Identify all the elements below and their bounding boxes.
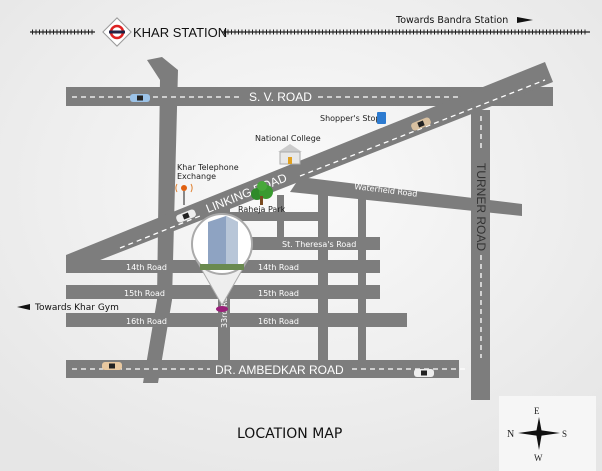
ambedkar-road-label: DR. AMBEDKAR ROAD bbox=[215, 363, 344, 377]
compass-east: E bbox=[534, 406, 540, 416]
car-icon bbox=[102, 362, 122, 370]
tower-building-image bbox=[200, 216, 244, 270]
compass-south: S bbox=[562, 429, 567, 439]
sv-road-label: S. V. ROAD bbox=[249, 90, 312, 104]
telephone-tower-icon bbox=[175, 183, 193, 205]
national-college-label: National College bbox=[255, 134, 321, 143]
towards-khar-gym-label: Towards Khar Gym bbox=[34, 303, 119, 313]
towards-bandra-label: Towards Bandra Station bbox=[395, 15, 508, 26]
arrow-right-icon bbox=[517, 17, 533, 23]
compass-west: W bbox=[534, 453, 543, 463]
telephone-exchange-label-1: Khar Telephone bbox=[177, 163, 239, 172]
st-theresas-road-label: St. Theresa's Road bbox=[282, 240, 356, 249]
16th-road-label: 16th Road bbox=[126, 317, 167, 326]
sv-road bbox=[66, 87, 553, 106]
car-icon bbox=[414, 369, 434, 377]
compass-rose: E W N S bbox=[499, 396, 596, 471]
compass-north: N bbox=[507, 429, 514, 440]
map-title: LOCATION MAP bbox=[237, 426, 342, 442]
14th-road-label-2: 14th Road bbox=[258, 263, 299, 272]
waterfield-road bbox=[290, 177, 522, 216]
st-theresas-road bbox=[230, 237, 380, 250]
ambedkar-road bbox=[66, 360, 459, 378]
metro-station-icon bbox=[102, 17, 132, 47]
telephone-exchange-label-2: Exchange bbox=[177, 172, 216, 181]
shoppers-stop-label: Shopper's Stop bbox=[320, 114, 381, 123]
arrow-left-icon bbox=[17, 304, 30, 310]
location-pin bbox=[191, 213, 253, 312]
shopping-bag-icon bbox=[377, 112, 386, 124]
raheja-park-label: Raheja Park bbox=[238, 205, 286, 214]
station-name: KHAR STATION bbox=[133, 25, 227, 40]
tree-icon bbox=[251, 181, 273, 205]
car-icon bbox=[176, 209, 196, 223]
turner-road-label: TURNER ROAD bbox=[474, 163, 488, 251]
building-icon bbox=[278, 144, 302, 165]
15th-road-label: 15th Road bbox=[124, 289, 165, 298]
car-icon bbox=[411, 117, 431, 131]
16th-road bbox=[66, 313, 407, 327]
car-icon bbox=[130, 94, 150, 102]
14th-road-label: 14th Road bbox=[126, 263, 167, 272]
16th-road-label-2: 16th Road bbox=[258, 317, 299, 326]
15th-road-label-2: 15th Road bbox=[258, 289, 299, 298]
